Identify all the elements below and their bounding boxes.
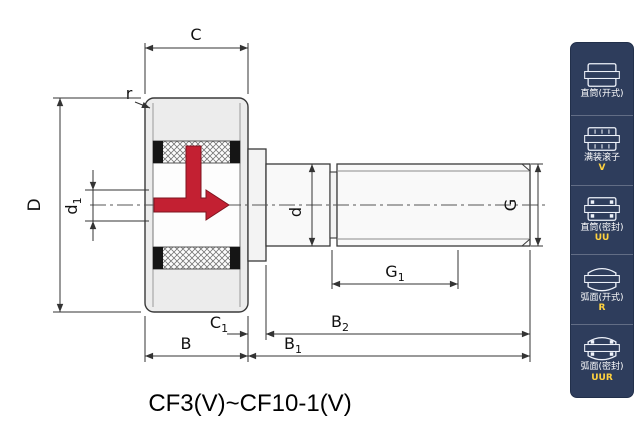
dim-label-r: r xyxy=(126,84,133,103)
type-item-crowned-open: 弧面(开式) R xyxy=(571,255,633,326)
type-label: 弧面(密封) xyxy=(580,362,624,373)
dim-r: r xyxy=(126,84,151,109)
dim-label-d: d xyxy=(286,207,305,217)
dim-label-D: D xyxy=(25,198,45,211)
seal-block xyxy=(230,141,240,163)
seal-block xyxy=(153,141,163,163)
dim-label-B2: B2 xyxy=(331,312,349,334)
diagram-title: CF3(V)~CF10-1(V) xyxy=(148,390,351,417)
type-code: R xyxy=(598,303,606,314)
dim-label-G: G xyxy=(501,199,520,211)
straight-sealed-icon xyxy=(584,196,620,221)
seal-block xyxy=(230,247,240,269)
type-label: 弧面(开式) xyxy=(580,292,624,303)
dim-C xyxy=(144,43,249,94)
seal-block xyxy=(153,247,163,269)
dim-label-d1: d1 xyxy=(62,197,84,214)
type-label: 满装滚子 xyxy=(583,153,620,164)
grease-passage-arrow xyxy=(153,145,230,221)
type-code: UUR xyxy=(591,372,613,383)
dim-label-B: B xyxy=(181,334,192,353)
dim-label-B1: B1 xyxy=(284,334,302,356)
dim-label-C: C xyxy=(190,25,201,44)
dim-d1 xyxy=(85,170,149,241)
dim-label-G1: G1 xyxy=(385,262,404,284)
dim-G1 xyxy=(331,250,459,289)
type-item-full-complement: 满装滚子 V xyxy=(571,116,633,186)
type-label: 直筒(开式) xyxy=(580,88,624,99)
dim-D xyxy=(53,97,141,313)
full-complement-icon xyxy=(584,127,620,151)
type-label: 直筒(密封) xyxy=(580,222,624,233)
type-item-straight-sealed: 直筒(密封) UU xyxy=(571,186,633,256)
type-item-crowned-sealed: 弧面(密封) UUR xyxy=(571,325,633,394)
dim-B xyxy=(144,250,531,362)
type-item-straight-open: 直筒(开式) xyxy=(571,46,633,116)
type-code: UU xyxy=(594,233,610,244)
crowned-open-icon xyxy=(584,267,620,292)
dim-label-C1: C1 xyxy=(210,313,228,335)
crowned-sealed-icon xyxy=(584,337,620,361)
dim-G xyxy=(531,163,543,247)
bearing-type-sidebar: 直筒(开式) 满装滚子 V 直筒(密封) UU 弧面(开式) R xyxy=(570,42,634,398)
straight-open-icon xyxy=(584,62,620,87)
type-code: V xyxy=(598,163,606,174)
